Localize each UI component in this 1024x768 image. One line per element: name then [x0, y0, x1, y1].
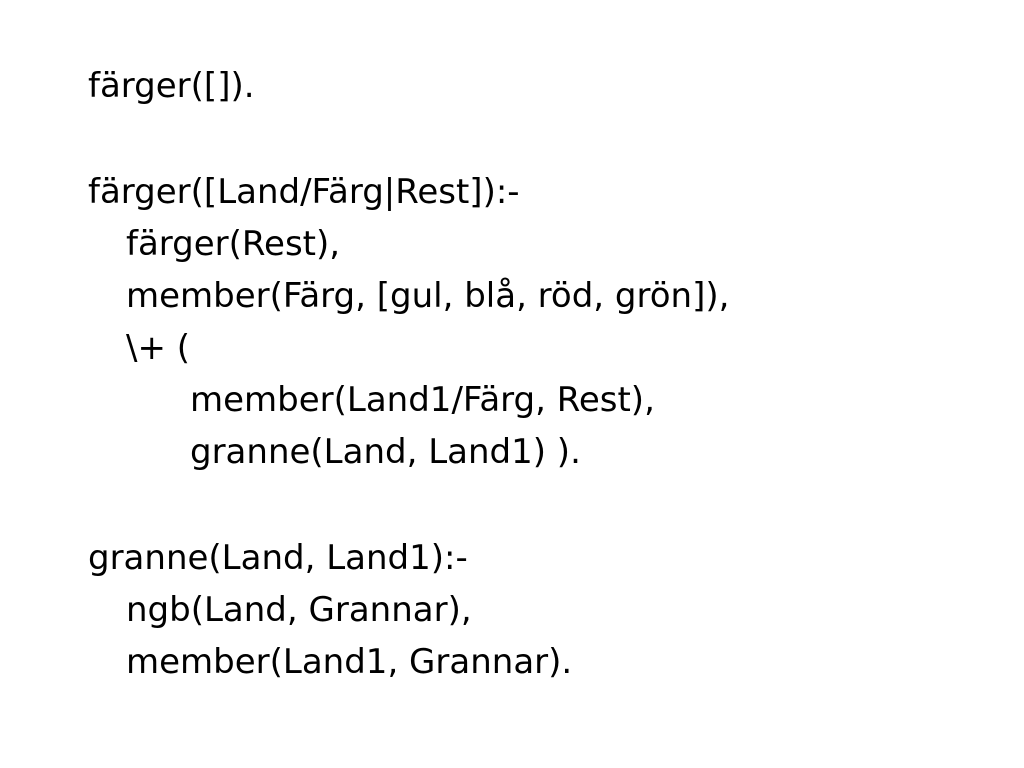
blank-line [88, 112, 729, 166]
code-line: ngb(Land, Grannar), [126, 590, 472, 630]
code-line: färger([Land/Färg|Rest]):- [88, 172, 520, 212]
code-line: färger(Rest), [126, 224, 341, 264]
prolog-code-block: färger([]). färger([Land/Färg|Rest]):- f… [88, 60, 729, 688]
blank-line [88, 478, 729, 532]
code-line: member(Färg, [gul, blå, röd, grön]), [126, 276, 730, 316]
code-line: granne(Land, Land1) ). [190, 432, 581, 472]
code-line: granne(Land, Land1):- [88, 538, 468, 578]
code-line: member(Land1, Grannar). [126, 642, 573, 682]
code-line: member(Land1/Färg, Rest), [190, 380, 655, 420]
code-line: färger([]). [88, 66, 255, 106]
code-line: \+ ( [126, 328, 191, 368]
